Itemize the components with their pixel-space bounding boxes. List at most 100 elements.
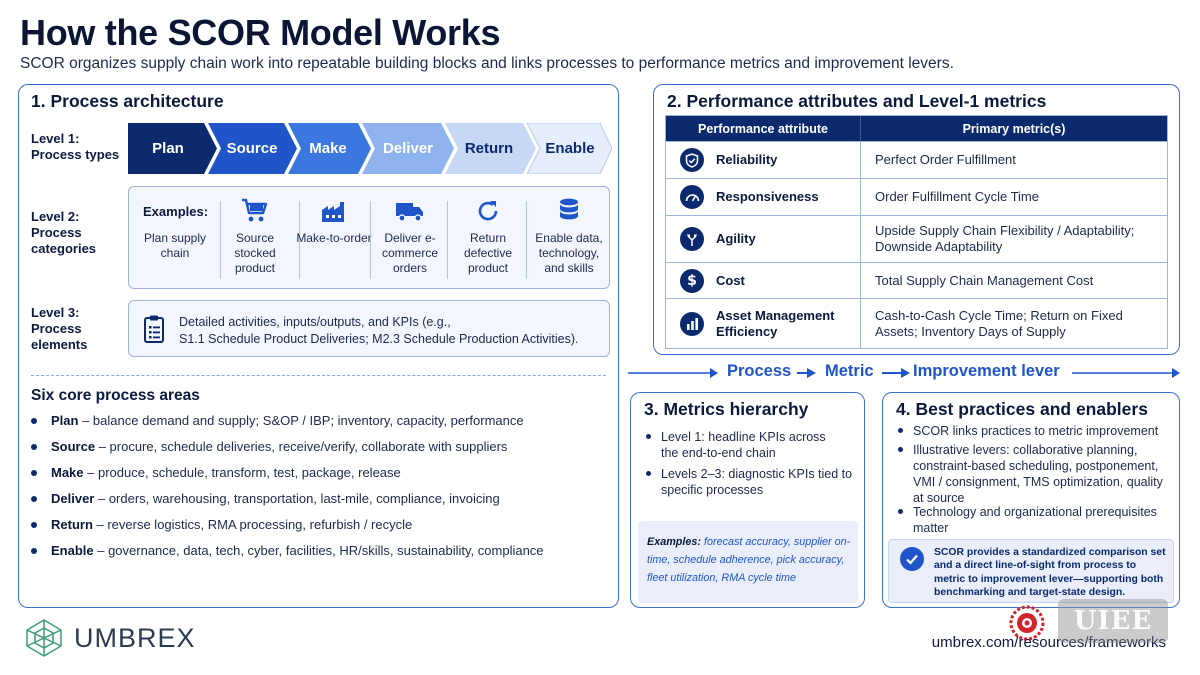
process-categories-box: Examples: Plan supply chain Source stock…	[128, 186, 610, 289]
chevron-source	[208, 123, 297, 174]
process-type-chevrons: Plan Source Make Deliver Return Enable	[128, 123, 612, 174]
table-row: Responsiveness Order Fulfillment Cycle T…	[666, 178, 1167, 215]
database-icon	[529, 197, 609, 225]
metrics-table: Performance attribute Primary metric(s) …	[665, 115, 1168, 349]
table-row: Agility Upside Supply Chain Flexibility …	[666, 215, 1167, 262]
attribute-name: Asset Management Efficiency	[716, 307, 835, 339]
refresh-icon	[450, 197, 526, 225]
flow-arrows	[628, 368, 1180, 378]
brand-name: UMBREX	[74, 622, 196, 653]
truck-icon	[372, 197, 448, 225]
core-area-deliver: Deliver – orders, warehousing, transport…	[31, 491, 500, 506]
page-subtitle: SCOR organizes supply chain work into re…	[20, 55, 954, 72]
flow-step-metric: Metric	[825, 362, 874, 380]
metric-value: Cash-to-Cash Cycle Time; Return on Fixed…	[875, 307, 1123, 339]
chevron-make	[288, 123, 371, 174]
metric-value: Order Fulfillment Cycle Time	[875, 189, 1039, 204]
divider	[447, 201, 448, 279]
core-area-return: Return – reverse logistics, RMA processi…	[31, 517, 412, 532]
table-row: $ Cost Total Supply Chain Management Cost	[666, 262, 1167, 298]
dollar-icon: $	[680, 268, 704, 293]
category-make: Make-to-order	[296, 197, 372, 246]
category-deliver-text: Deliver e-commerce orders	[381, 231, 438, 275]
metrics-hierarchy-panel: 3. Metrics hierarchy Level 1: headline K…	[630, 392, 865, 608]
list-item: Levels 2–3: diagnostic KPIs tied to spec…	[646, 466, 856, 498]
footer-url[interactable]: umbrex.com/resources/frameworks	[931, 634, 1166, 651]
examples-label: Examples:	[143, 204, 209, 219]
core-area-source: Source – procure, schedule deliveries, r…	[31, 439, 507, 454]
category-deliver: Deliver e-commerce orders	[372, 197, 448, 276]
list-item: Technology and organizational prerequisi…	[898, 504, 1158, 536]
chevron-enable	[526, 123, 612, 174]
attribute-name: Cost	[716, 272, 745, 288]
examples-text: Examples: forecast accuracy, supplier on…	[647, 536, 851, 584]
category-source: Source stocked product	[217, 197, 293, 276]
category-plan: Plan supply chain	[137, 231, 213, 261]
cart-icon	[217, 197, 293, 225]
metrics-hierarchy-title: 3. Metrics hierarchy	[644, 399, 809, 419]
process-type-return: Return	[464, 140, 514, 157]
list-item: Illustrative levers: collaborative plann…	[898, 442, 1173, 506]
list-item: SCOR links practices to metric improveme…	[898, 423, 1173, 439]
seal-icon	[1009, 605, 1045, 646]
core-area-make: Make – produce, schedule, transform, tes…	[31, 465, 401, 480]
header-metric: Primary metric(s)	[962, 121, 1066, 136]
performance-title: 2. Performance attributes and Level-1 me…	[667, 91, 1047, 111]
flow-step-lever: Improvement lever	[913, 362, 1060, 380]
divider	[526, 201, 527, 279]
process-architecture-title: 1. Process architecture	[31, 91, 224, 111]
best-practices-panel: 4. Best practices and enablers SCOR link…	[882, 392, 1180, 608]
category-return-text: Return defective product	[463, 231, 513, 275]
divider	[370, 201, 371, 279]
level3-label: Level 3: Process elements	[31, 305, 88, 352]
process-architecture-panel: 1. Process architecture Level 1: Process…	[18, 84, 619, 608]
umbrex-logo-icon	[26, 619, 62, 657]
chevron-plan	[128, 123, 217, 174]
speedometer-icon	[680, 185, 704, 209]
category-make-text: Make-to-order	[296, 231, 372, 245]
metric-value: Total Supply Chain Management Cost	[875, 272, 1094, 288]
shield-check-icon	[680, 148, 704, 172]
page-title: How the SCOR Model Works	[20, 12, 501, 53]
umbrex-logo: UMBREX	[24, 618, 196, 658]
watermark: UIEE	[1058, 599, 1168, 643]
attribute-name: Responsiveness	[716, 189, 819, 204]
factory-icon	[296, 197, 372, 225]
divider	[299, 201, 300, 279]
chevron-return	[445, 123, 536, 174]
scor-callout: SCOR provides a standardized comparison …	[888, 539, 1174, 603]
chevron-shapes	[128, 123, 612, 174]
process-elements-box: Detailed activities, inputs/outputs, and…	[128, 300, 610, 357]
metric-value: Perfect Order Fulfillment	[875, 152, 1016, 167]
category-source-text: Source stocked product	[234, 231, 276, 275]
category-return: Return defective product	[450, 197, 526, 276]
table-row: Asset Management Efficiency Cash-to-Cash…	[666, 298, 1167, 348]
list-item: Level 1: headline KPIs across the end-to…	[646, 429, 846, 461]
process-type-source: Source	[226, 140, 278, 157]
table-row: Reliability Perfect Order Fulfillment	[666, 141, 1167, 178]
core-area-plan: Plan – balance demand and supply; S&OP /…	[31, 413, 524, 428]
table-header: Performance attribute Primary metric(s)	[666, 116, 1167, 141]
performance-panel: 2. Performance attributes and Level-1 me…	[653, 84, 1180, 355]
flow-step-process: Process	[727, 362, 792, 380]
process-type-deliver: Deliver	[382, 140, 434, 157]
core-areas-title: Six core process areas	[31, 387, 200, 404]
header-attribute: Performance attribute	[666, 116, 861, 141]
metric-value: Upside Supply Chain Flexibility / Adapta…	[875, 223, 1135, 254]
attribute-name: Reliability	[716, 152, 778, 167]
process-elements-text: Detailed activities, inputs/outputs, and…	[179, 315, 579, 346]
level1-label: Level 1: Process types	[31, 131, 120, 162]
examples-box: Examples: forecast accuracy, supplier on…	[638, 521, 858, 603]
process-type-make: Make	[309, 140, 347, 157]
core-area-enable: Enable – governance, data, tech, cyber, …	[31, 543, 544, 558]
bar-chart-icon	[680, 311, 704, 336]
chevron-deliver	[362, 123, 454, 174]
divider	[220, 201, 221, 279]
check-icon	[900, 547, 924, 571]
clipboard-icon	[143, 314, 165, 349]
category-plan-text: Plan supply chain	[143, 231, 207, 260]
process-metric-lever-flow: Process Metric Improvement lever	[628, 362, 1180, 384]
process-type-enable: Enable	[545, 140, 595, 157]
category-enable-text: Enable data, technology, and skills	[535, 231, 603, 275]
branch-arrows-icon	[680, 227, 704, 251]
